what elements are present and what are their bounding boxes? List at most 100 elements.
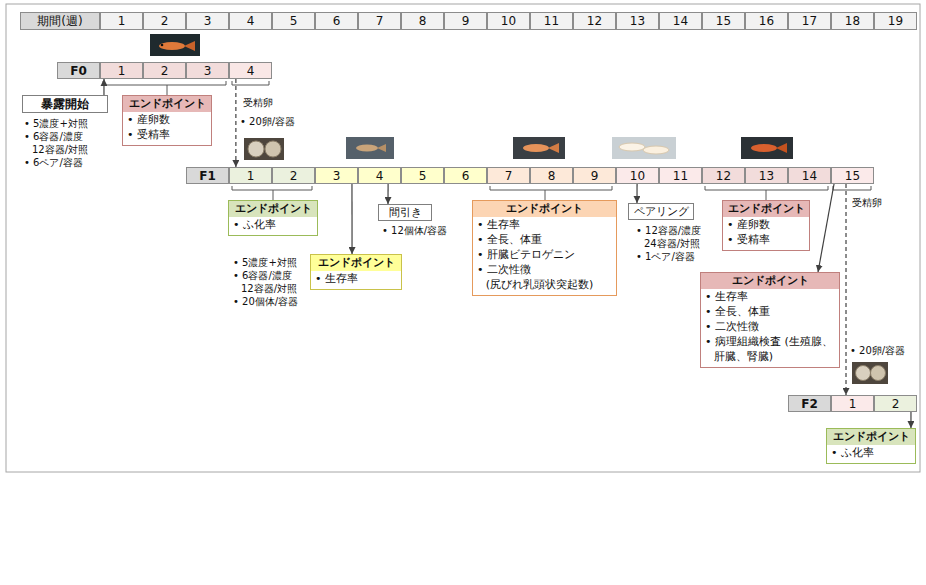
endpoint-box: エンドポイント• 生存率 xyxy=(310,254,402,290)
week-cell: 1 xyxy=(100,12,143,30)
week-cell-text: 18 xyxy=(845,14,860,28)
endpoint-item: • 全長、体重 xyxy=(473,232,616,247)
week-cell: 4 xyxy=(229,12,272,30)
week-cell-text: 5 xyxy=(419,169,427,183)
photo-ground xyxy=(346,137,394,159)
endpoint-item: • 受精率 xyxy=(123,127,211,142)
period-header: 期間(週) xyxy=(20,12,100,30)
week-cell-text: 10 xyxy=(630,169,645,183)
fish-body xyxy=(751,144,777,152)
egg xyxy=(265,141,281,157)
bracket xyxy=(490,186,612,200)
week-cell-text: 10 xyxy=(501,14,516,28)
note-text: • 20卵/容器 xyxy=(240,115,295,128)
week-cell: 9 xyxy=(573,167,616,184)
week-cell-text: 12 xyxy=(716,169,731,183)
endpoint-box: エンドポイント• 生存率• 全長、体重• 肝臓ビテロゲニン• 二次性徴 (尻びれ… xyxy=(472,200,617,296)
week-cell: 4 xyxy=(358,167,401,184)
week-cell-text: 5 xyxy=(290,14,298,28)
week-cell: 12 xyxy=(573,12,616,30)
photo-ground xyxy=(513,137,565,159)
endpoint-item: • 二次性徴 xyxy=(701,319,839,334)
week-cell-text: 9 xyxy=(591,169,599,183)
step-box-text: 間引き xyxy=(389,206,422,219)
endpoint-box: エンドポイント• 生存率• 全長、体重• 二次性徴• 病理組織検査 (生殖腺、肝… xyxy=(700,272,840,368)
week-cell: 10 xyxy=(616,167,659,184)
flow-arrow xyxy=(351,184,352,254)
week-cell-text: 2 xyxy=(290,169,298,183)
generation-label-text: F2 xyxy=(801,397,818,411)
flow-arrow xyxy=(845,184,846,395)
week-cell-text: 6 xyxy=(333,14,341,28)
endpoint-item: • 全長、体重 xyxy=(701,304,839,319)
week-cell-text: 6 xyxy=(462,169,470,183)
week-cell: 14 xyxy=(659,12,702,30)
endpoint-item: • 産卵数 xyxy=(723,217,809,232)
endpoint-box: エンドポイント• ふ化率 xyxy=(228,200,318,236)
endpoint-heading: エンドポイント xyxy=(473,201,616,217)
week-cell-text: 13 xyxy=(759,169,774,183)
week-cell-text: 14 xyxy=(802,169,817,183)
outer-frame xyxy=(6,4,920,472)
week-cell: 18 xyxy=(831,12,874,30)
fish-eye xyxy=(161,44,164,47)
endpoint-box: エンドポイント• 産卵数• 受精率 xyxy=(122,95,212,146)
week-cell-text: 7 xyxy=(505,169,513,183)
week-cell: 8 xyxy=(530,167,573,184)
week-cell-text: 4 xyxy=(376,169,384,183)
week-cell-text: 9 xyxy=(462,14,470,28)
note-text: • 5濃度+対照 xyxy=(24,117,88,130)
egg xyxy=(248,141,264,157)
photo-ground xyxy=(150,34,200,56)
week-cell: 2 xyxy=(143,62,186,79)
week-cell: 7 xyxy=(487,167,530,184)
photo-ground xyxy=(852,362,888,384)
week-cell-text: 16 xyxy=(759,14,774,28)
week-cell-text: 2 xyxy=(892,397,900,411)
bracket xyxy=(705,186,828,200)
week-cell: 13 xyxy=(616,12,659,30)
fish-photo xyxy=(150,34,200,56)
week-cell: 3 xyxy=(186,62,229,79)
week-cell-text: 19 xyxy=(888,14,903,28)
week-cell-text: 1 xyxy=(849,397,857,411)
generation-label: F2 xyxy=(788,395,831,412)
note-text: • 20個体/容器 xyxy=(233,295,298,308)
endpoint-heading: エンドポイント xyxy=(229,201,317,217)
generation-label: F0 xyxy=(57,62,100,79)
step-box-text: ペアリング xyxy=(634,205,689,218)
week-cell: 8 xyxy=(401,12,444,30)
generation-label-text: F0 xyxy=(70,64,87,78)
week-cell-text: 3 xyxy=(333,169,341,183)
endpoint-item: • 生存率 xyxy=(473,217,616,232)
week-cell-text: 17 xyxy=(802,14,817,28)
fish-body xyxy=(356,145,378,152)
fish-tail xyxy=(776,143,787,153)
week-cell-text: 15 xyxy=(716,14,731,28)
week-cell-text: 3 xyxy=(204,64,212,78)
week-cell: 15 xyxy=(831,167,874,184)
fish-tail xyxy=(184,41,195,51)
endpoint-box: エンドポイント• ふ化率 xyxy=(826,428,916,464)
fish-body xyxy=(643,146,669,154)
egg xyxy=(871,366,886,381)
fish-body xyxy=(619,143,645,151)
note-text: • 20卵/容器 xyxy=(850,344,905,357)
week-cell-text: 11 xyxy=(544,14,559,28)
fish-photo xyxy=(612,137,676,159)
egg xyxy=(856,366,871,381)
note-text: 受精卵 xyxy=(243,96,273,109)
week-cell: 1 xyxy=(831,395,874,412)
period-header-text: 期間(週) xyxy=(37,14,82,28)
bracket xyxy=(232,186,312,200)
brackets xyxy=(103,81,871,200)
week-cell: 6 xyxy=(315,12,358,30)
step-box: 間引き xyxy=(378,204,432,221)
start-box-text: 暴露開始 xyxy=(41,98,89,111)
week-cell-text: 4 xyxy=(247,14,255,28)
week-cell: 12 xyxy=(702,167,745,184)
flow-arrow xyxy=(636,184,637,203)
photo-ground xyxy=(244,138,284,160)
week-cell: 17 xyxy=(788,12,831,30)
